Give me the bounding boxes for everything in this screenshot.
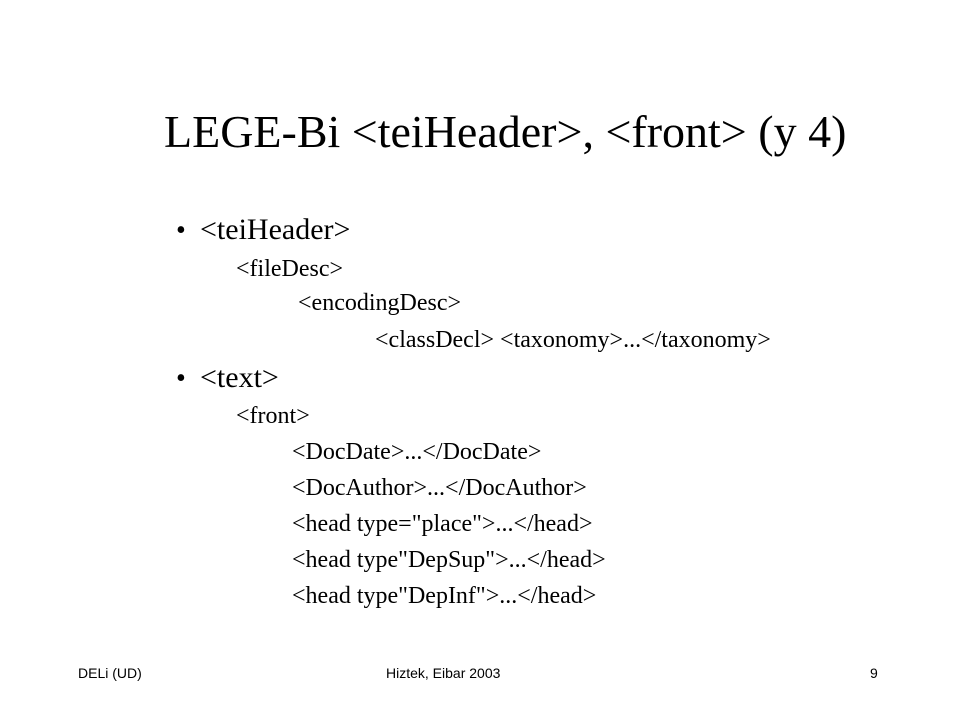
bullet-text: • <text> <box>176 360 279 397</box>
code-line-filedesc: <fileDesc> <box>236 256 344 282</box>
footer-page-number: 9 <box>870 665 878 681</box>
code-line-front: <front> <box>236 403 310 429</box>
footer-left: DELi (UD) <box>78 665 142 681</box>
code-line-classdecl: <classDecl> <taxonomy>...</taxonomy> <box>375 327 771 353</box>
code-line-head-place: <head type="place">...</head> <box>292 511 593 537</box>
bullet-label: <text> <box>200 361 279 394</box>
bullet-icon: • <box>176 363 186 394</box>
bullet-teiheader: • <teiHeader> <box>176 212 350 249</box>
code-line-head-depinf: <head type"DepInf">...</head> <box>292 583 597 609</box>
code-line-encodingdesc: <encodingDesc> <box>298 290 462 316</box>
code-line-head-depsup: <head type"DepSup">...</head> <box>292 547 606 573</box>
bullet-icon: • <box>176 215 186 246</box>
bullet-label: <teiHeader> <box>200 213 351 246</box>
code-line-docauthor: <DocAuthor>...</DocAuthor> <box>292 475 587 501</box>
footer-center: Hiztek, Eibar 2003 <box>386 665 501 681</box>
slide-title: LEGE-Bi <teiHeader>, <front> (y 4) <box>164 106 847 157</box>
code-line-docdate: <DocDate>...</DocDate> <box>292 439 542 465</box>
